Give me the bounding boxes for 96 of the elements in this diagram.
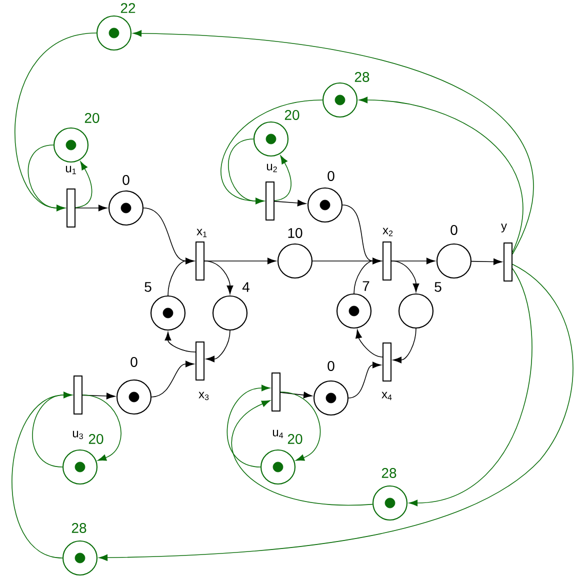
token-dot <box>128 392 140 402</box>
place-label: 22 <box>120 3 136 13</box>
place-label: 7 <box>362 281 370 291</box>
place-label: 20 <box>288 434 302 444</box>
place-circle <box>62 540 98 576</box>
place-circle <box>322 82 358 118</box>
place-circle <box>253 121 289 157</box>
place-circle <box>372 485 408 521</box>
place-circle <box>96 15 132 51</box>
arrow <box>356 330 383 358</box>
token-dot <box>348 306 360 316</box>
place-circle <box>212 295 248 331</box>
place-label: 0 <box>328 361 334 371</box>
arrow <box>471 258 502 265</box>
arrow <box>280 392 312 398</box>
transition-label: y <box>501 224 507 232</box>
token-dot <box>320 200 330 210</box>
arrow <box>354 258 382 294</box>
token-dot <box>266 134 276 144</box>
transition-bar <box>382 342 392 382</box>
transition-label: u$_{1}$ <box>66 166 76 174</box>
arrow <box>132 30 534 255</box>
transition-bar <box>504 242 512 282</box>
transition-bar <box>196 242 204 280</box>
arrow <box>75 161 92 208</box>
place-circle <box>62 449 98 485</box>
arrow <box>392 328 416 364</box>
arrow <box>391 260 420 292</box>
arrow <box>12 392 72 558</box>
token-dot <box>120 202 132 214</box>
arrow <box>348 362 382 398</box>
place-label: 10 <box>288 228 302 238</box>
place-label: 4 <box>242 282 250 292</box>
place-label: 5 <box>434 282 442 292</box>
transition-label: u$_{2}$ <box>266 164 277 172</box>
transition-bar <box>74 376 82 414</box>
place-label: 20 <box>88 434 104 444</box>
place-label: 20 <box>284 110 300 120</box>
transition-label: u$_{3}$ <box>72 430 83 440</box>
arrow <box>168 258 194 296</box>
place-label: 0 <box>328 171 334 181</box>
transition-bar <box>382 242 392 280</box>
token-dot <box>162 308 174 318</box>
place-label: 28 <box>382 468 396 478</box>
arrow <box>391 258 436 264</box>
place-label: 20 <box>84 113 100 123</box>
place-label: 5 <box>144 282 152 292</box>
token-dot <box>66 140 76 150</box>
place-label: 28 <box>354 72 370 82</box>
token-dot <box>384 498 396 508</box>
transition-label: u$_{4}$ <box>272 430 284 438</box>
token-dot <box>74 462 86 472</box>
place-label: 0 <box>450 225 458 235</box>
arrow <box>204 260 234 294</box>
arrow <box>280 392 320 461</box>
arrow <box>14 32 97 212</box>
arrow <box>151 360 194 398</box>
place-label: 28 <box>72 523 86 533</box>
arrow <box>274 200 306 206</box>
place-circle <box>436 243 472 279</box>
place-circle <box>307 187 343 223</box>
place-circle <box>116 379 152 415</box>
place-label: 0 <box>130 357 138 367</box>
transition-bar <box>272 372 280 412</box>
arrow <box>75 204 108 212</box>
place-circle <box>108 190 144 226</box>
token-dot <box>108 28 120 38</box>
transition-bar <box>66 188 76 228</box>
arrow <box>226 384 270 468</box>
arrow <box>82 394 122 461</box>
place-circle <box>260 449 296 485</box>
arrow <box>231 400 373 506</box>
transition-bar <box>196 342 204 380</box>
transition-bar <box>266 182 274 220</box>
token-dot <box>334 94 346 106</box>
arrow <box>206 330 230 362</box>
token-dot <box>326 392 336 404</box>
arrow <box>164 332 196 352</box>
token-dot <box>272 462 284 472</box>
place-circle <box>313 380 349 416</box>
transition-label: x$_{2}$ <box>382 228 393 236</box>
place-circle <box>53 127 89 163</box>
token-dot <box>74 552 86 564</box>
arrow <box>358 96 524 253</box>
place-circle <box>398 293 434 329</box>
place-circle <box>277 243 313 279</box>
arrow <box>408 268 532 506</box>
arrow <box>220 100 323 204</box>
place-circle <box>150 295 186 331</box>
transition-label: x$_{1}$ <box>196 228 207 238</box>
transition-label: x$_{4}$ <box>382 392 392 400</box>
arrow <box>98 264 574 561</box>
place-circle <box>336 293 372 329</box>
arrow <box>274 155 292 202</box>
transition-label: x$_{3}$ <box>198 392 209 400</box>
place-label: 0 <box>122 175 130 185</box>
